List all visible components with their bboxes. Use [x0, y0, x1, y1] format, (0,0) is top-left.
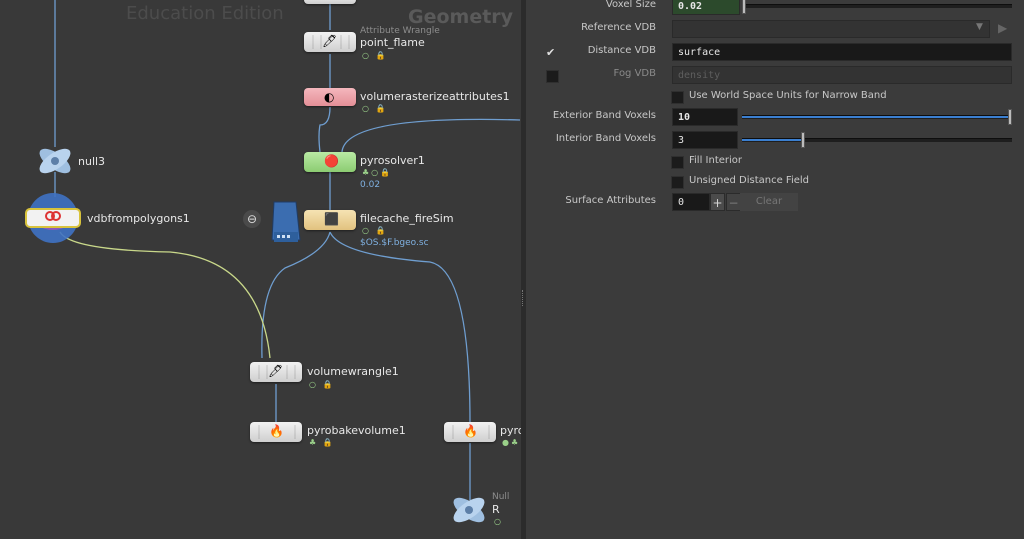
param-label: Exterior Band Voxels: [552, 110, 656, 121]
node-name: volumerasterizeattributes1: [360, 90, 510, 103]
wire-cache-to-volumewrangle: [261, 231, 331, 359]
param-label: Voxel Size: [605, 0, 656, 10]
fog-vdb-checkbox[interactable]: [546, 70, 559, 83]
node-flags: ○: [494, 517, 503, 526]
null-icon: [453, 497, 485, 523]
world-space-checkbox[interactable]: [671, 91, 684, 104]
node-name: pyrobakevolume1: [307, 424, 406, 437]
wire-vdb-to-volumewrangle: [59, 231, 271, 359]
param-label: Distance VDB: [587, 45, 656, 56]
node-type-label: Null: [492, 492, 510, 502]
fog-vdb-field[interactable]: density: [672, 66, 1012, 84]
interior-band-slider[interactable]: [742, 132, 1012, 148]
interior-band-field[interactable]: 3: [672, 131, 738, 149]
node-name: filecache_fireSim: [360, 212, 454, 225]
node-name: pyro: [500, 424, 521, 437]
edition-watermark: Education Edition: [126, 3, 284, 24]
slider-thumb[interactable]: [1008, 109, 1012, 125]
param-label: Fog VDB: [613, 68, 656, 79]
node-name: R: [492, 503, 500, 516]
node-value: 0.02: [360, 180, 381, 190]
param-label: Surface Attributes: [565, 195, 656, 206]
dropdown-arrow-icon[interactable]: ▼: [976, 22, 983, 32]
node-name: volumewrangle1: [307, 365, 399, 378]
param-label: Reference VDB: [581, 22, 656, 33]
param-distance-vdb: ✔ Distance VDB surface: [526, 41, 1024, 63]
disk-cache-icon: [271, 201, 301, 242]
unsigned-distance-checkbox[interactable]: [671, 176, 684, 189]
unsigned-distance-label: Unsigned Distance Field: [689, 175, 809, 186]
param-fog-vdb: Fog VDB density: [526, 64, 1024, 86]
exterior-band-slider[interactable]: [742, 109, 1012, 125]
rasterize-icon: ◐: [324, 90, 335, 104]
wrangle-icon: 🖊: [268, 364, 284, 378]
parameter-editor: Voxel Size 0.02 Reference VDB ▼ ▶ ✔ Dist…: [526, 0, 1024, 539]
wire-rasterize-to-pyro: [318, 106, 331, 153]
node-flags: ○ 🔒: [309, 380, 335, 389]
param-label: Interior Band Voxels: [555, 133, 656, 144]
node-flags: ○ 🔒: [362, 226, 388, 235]
node-flags: ♣ 🔒: [309, 438, 335, 447]
param-exterior-band: Exterior Band Voxels 10: [526, 106, 1024, 128]
node-name: pyrosolver1: [360, 154, 425, 167]
surface-attributes-count[interactable]: 0: [672, 193, 710, 211]
node-type-label: Attribute Wrangle: [360, 26, 440, 36]
slider-thumb[interactable]: [801, 132, 805, 148]
world-space-label: Use World Space Units for Narrow Band: [689, 90, 887, 101]
distance-vdb-field[interactable]: surface: [672, 43, 1012, 61]
network-editor[interactable]: Education Edition Geometry 🖊 Attribute W…: [0, 0, 521, 539]
context-title: Geometry: [408, 6, 514, 28]
clear-button[interactable]: Clear: [740, 193, 798, 211]
node-name: null3: [78, 155, 106, 168]
wire-ext-to-pyro: [341, 118, 521, 153]
pyro-fire-icon: 🔴: [324, 154, 339, 168]
reference-vdb-field[interactable]: [672, 20, 990, 38]
remove-attribute-button[interactable]: −: [726, 193, 741, 211]
node-flags: ○ 🔒: [362, 51, 388, 60]
node-flags: ○ 🔒: [362, 104, 388, 113]
wrangle-icon: 🖊: [322, 34, 338, 48]
node-flags: ♣○🔒: [362, 168, 393, 177]
node-flags: ●♣: [502, 438, 521, 447]
voxel-size-slider[interactable]: [742, 0, 1012, 14]
node-value: $OS.$F.bgeo.sc: [360, 238, 429, 248]
exterior-band-field[interactable]: 10: [672, 108, 738, 126]
fill-interior-checkbox[interactable]: [671, 156, 684, 169]
wire-cache-to-pyro-cut: [329, 231, 471, 424]
param-voxel-size: Voxel Size 0.02: [526, 0, 1024, 17]
node-wires: [54, 0, 521, 500]
node-name: point_flame: [360, 36, 425, 49]
voxel-size-field[interactable]: 0.02: [672, 0, 740, 15]
slider-thumb[interactable]: [742, 0, 746, 14]
param-reference-vdb: Reference VDB ▼ ▶: [526, 18, 1024, 40]
jump-to-icon[interactable]: ▶: [998, 21, 1008, 35]
add-attribute-button[interactable]: +: [710, 193, 725, 211]
filecache-icon: ⬛: [324, 212, 339, 226]
null-icon: [39, 148, 71, 174]
node-name: vdbfrompolygons1: [87, 212, 190, 225]
param-surface-attributes: Surface Attributes 0 + −: [526, 191, 1024, 213]
bypass-toggle-icon[interactable]: ⊖: [243, 210, 261, 228]
bake-icon: 🔥: [463, 424, 478, 438]
fill-interior-label: Fill Interior: [689, 155, 743, 166]
vdb-node-icon: [25, 193, 81, 243]
check-icon[interactable]: ✔: [546, 46, 556, 59]
param-interior-band: Interior Band Voxels 3: [526, 129, 1024, 151]
bake-icon: 🔥: [269, 424, 284, 438]
